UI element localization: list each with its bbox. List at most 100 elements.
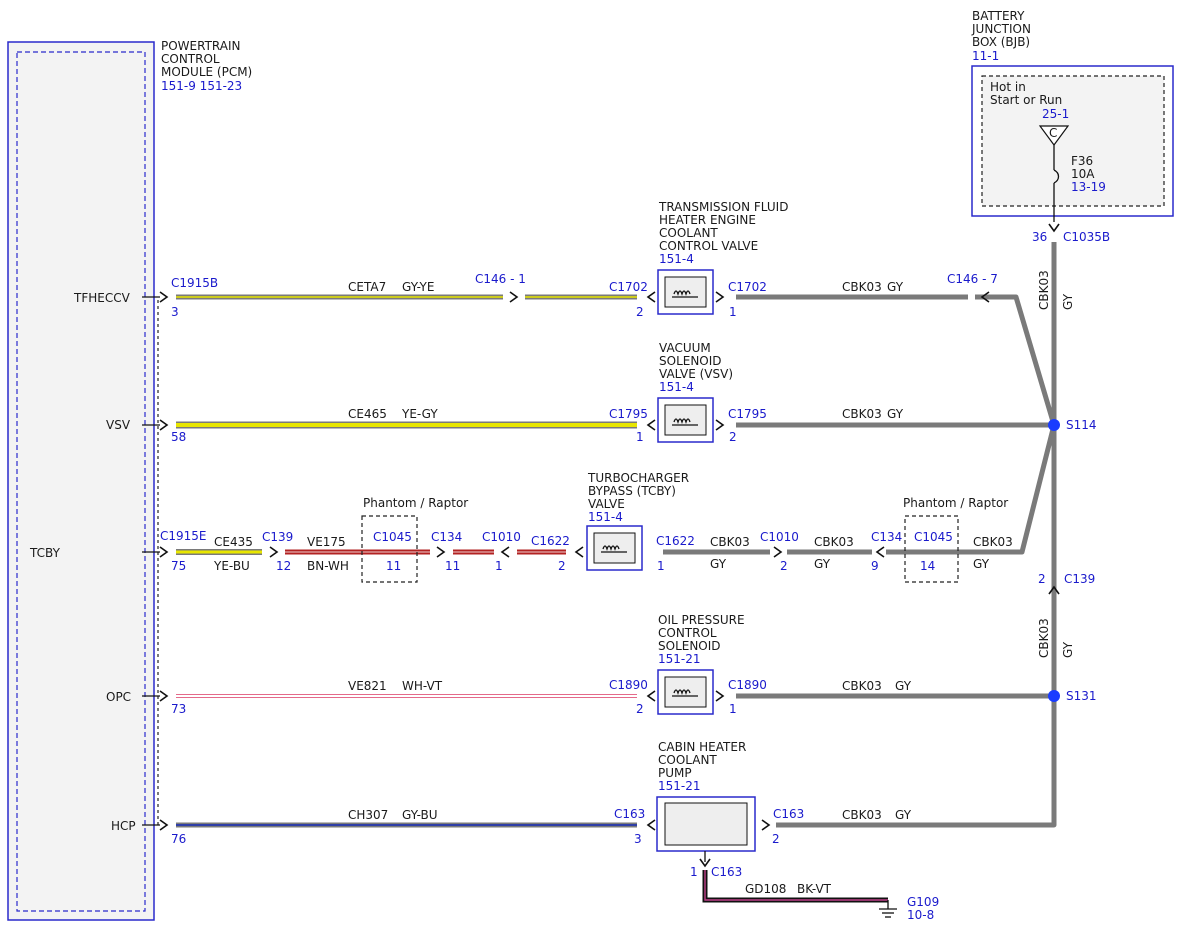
tcby-color1: YE-BU: [213, 559, 250, 573]
tcby-r-c134[interactable]: C134: [871, 530, 902, 544]
bjb-out-conn[interactable]: C1035B: [1063, 230, 1110, 244]
hcp-ground-point[interactable]: G109: [907, 895, 939, 909]
pcm-title-1: POWERTRAIN: [161, 39, 241, 53]
pcm-refs[interactable]: 151-9 151-23: [161, 79, 242, 93]
tcby-c134-pin: 11: [445, 559, 460, 573]
tfheccv-gnd-conn[interactable]: C146 - 7: [947, 272, 998, 286]
tfheccv-inline-conn[interactable]: C146 - 1: [475, 272, 526, 286]
row-tcby: C1915E 75 CE435 YE-BU C139 12 VE175 BN-W…: [142, 471, 1013, 583]
tfheccv-dev-conn-left[interactable]: C1702: [609, 280, 648, 294]
hcp-device-3: PUMP: [658, 766, 692, 780]
tfheccv-dev-conn-right[interactable]: C1702: [728, 280, 767, 294]
tcby-device-ref[interactable]: 151-4: [588, 510, 623, 524]
splice-s114[interactable]: [1048, 419, 1060, 431]
vsv-pcm-pin: 58: [171, 430, 186, 444]
opc-dev-conn-left[interactable]: C1890: [609, 678, 648, 692]
bjb-fuse-ref[interactable]: 13-19: [1071, 180, 1106, 194]
tcby-dev-conn-right[interactable]: C1622: [656, 534, 695, 548]
tcby-gnd-color3: GY: [973, 557, 990, 571]
tfheccv-circuit: CETA7: [348, 280, 386, 294]
vsv-dev-conn-left[interactable]: C1795: [609, 407, 648, 421]
bjb-fuse: F36: [1071, 154, 1093, 168]
tcby-pcm-conn[interactable]: C1915E: [160, 529, 207, 543]
tfheccv-device-ref[interactable]: 151-4: [659, 252, 694, 266]
tfheccv-pcm-conn[interactable]: C1915B: [171, 276, 218, 290]
tcby-c1045[interactable]: C1045: [373, 530, 412, 544]
hcp-ground-ref[interactable]: 10-8: [907, 908, 934, 922]
tcby-c139-pin: 12: [276, 559, 291, 573]
hcp-gnd-circuit: CBK03: [842, 808, 882, 822]
tcby-c1622[interactable]: C1622: [531, 534, 570, 548]
tcby-device-2: BYPASS (TCBY): [588, 484, 676, 498]
hcp-device-ref[interactable]: 151-21: [658, 779, 701, 793]
tcby-r-c1045[interactable]: C1045: [914, 530, 953, 544]
tfheccv-dev-pin-right: 1: [729, 305, 737, 319]
pcm-title-3: MODULE (PCM): [161, 65, 252, 79]
bjb-hot-ref[interactable]: 25-1: [1042, 107, 1069, 121]
tcby-gnd-circuit2: CBK03: [814, 535, 854, 549]
vertical-mid-circuit: CBK03: [1037, 618, 1051, 658]
tcby-gnd-circuit3: CBK03: [973, 535, 1013, 549]
tcby-c139[interactable]: C139: [262, 530, 293, 544]
vsv-gnd-color: GY: [887, 407, 904, 421]
tcby-circuit2: VE175: [307, 535, 346, 549]
circuit-c-triangle-icon: [1038, 125, 1070, 147]
vsv-dev-conn-right[interactable]: C1795: [728, 407, 767, 421]
hcp-device-1: CABIN HEATER: [658, 740, 746, 754]
vsv-circuit: CE465: [348, 407, 387, 421]
opc-dev-conn-right[interactable]: C1890: [728, 678, 767, 692]
opc-circuit: VE821: [348, 679, 387, 693]
opc-device-ref[interactable]: 151-21: [658, 652, 701, 666]
row-hcp: 76 CH307 GY-BU C163 3 C163 2 CABIN HEATE…: [142, 740, 939, 922]
hcp-gnd-color: GY: [895, 808, 912, 822]
tcby-c134[interactable]: C134: [431, 530, 462, 544]
hcp-dev-pin-right: 2: [772, 832, 780, 846]
pin-label-hcp: HCP: [111, 819, 136, 833]
hcp-dev-conn-left[interactable]: C163: [614, 807, 645, 821]
tcby-r-phantom-label: Phantom / Raptor: [903, 496, 1008, 510]
hcp-bottom-conn[interactable]: C163: [711, 865, 742, 879]
vsv-device-1: VACUUM: [659, 341, 711, 355]
row-vsv: 58 CE465 YE-GY C1795 1 C1795 2 VACUUM SO…: [142, 341, 1097, 444]
opc-color: WH-VT: [402, 679, 443, 693]
splice-s131[interactable]: [1048, 690, 1060, 702]
pin-label-tfheccv: TFHECCV: [73, 291, 131, 305]
tfheccv-dev-pin-left: 2: [636, 305, 644, 319]
opc-dev-pin-left: 2: [636, 702, 644, 716]
opc-solenoid-icon: [672, 689, 698, 697]
tcby-device-1: TURBOCHARGER: [587, 471, 689, 485]
opc-device-1: OIL PRESSURE: [658, 613, 745, 627]
tcby-r-c1010[interactable]: C1010: [760, 530, 799, 544]
tfheccv-color: GY-YE: [402, 280, 434, 294]
vsv-device-3: VALVE (VSV): [659, 367, 733, 381]
vertical-top-circuit: CBK03: [1037, 270, 1051, 310]
tcby-color2: BN-WH: [307, 559, 349, 573]
vsv-device-2: SOLENOID: [659, 354, 722, 368]
hcp-dev-conn-right[interactable]: C163: [773, 807, 804, 821]
pin-label-tcby: TCBY: [29, 546, 61, 560]
vsv-dev-pin-right: 2: [729, 430, 737, 444]
vertical-mid-color: GY: [1061, 641, 1075, 658]
pump-icon: [664, 802, 748, 846]
vsv-solenoid-icon: [672, 418, 698, 426]
tcby-pcm-pin: 75: [171, 559, 186, 573]
tfheccv-device-3: COOLANT: [659, 226, 718, 240]
tcby-c1010[interactable]: C1010: [482, 530, 521, 544]
battery-junction-box: BATTERY JUNCTION BOX (BJB) 11-1 Hot in S…: [971, 9, 1174, 244]
tcby-r-c1010-pin: 2: [780, 559, 788, 573]
tcby-circuit1: CE435: [214, 535, 253, 549]
vsv-splice[interactable]: S114: [1066, 418, 1097, 432]
tcby-r-c134-pin: 9: [871, 559, 879, 573]
bjb-ref[interactable]: 11-1: [972, 49, 999, 63]
vsv-color: YE-GY: [401, 407, 438, 421]
hcp-color: GY-BU: [402, 808, 438, 822]
vertical-c139[interactable]: C139: [1064, 572, 1095, 586]
tcby-c1010-pin: 1: [495, 559, 503, 573]
pcm-title-2: CONTROL: [161, 52, 220, 66]
opc-pcm-pin: 73: [171, 702, 186, 716]
opc-splice[interactable]: S131: [1066, 689, 1097, 703]
opc-dev-pin-right: 1: [729, 702, 737, 716]
vsv-device-ref[interactable]: 151-4: [659, 380, 694, 394]
bjb-out-arrow: [1048, 223, 1060, 233]
